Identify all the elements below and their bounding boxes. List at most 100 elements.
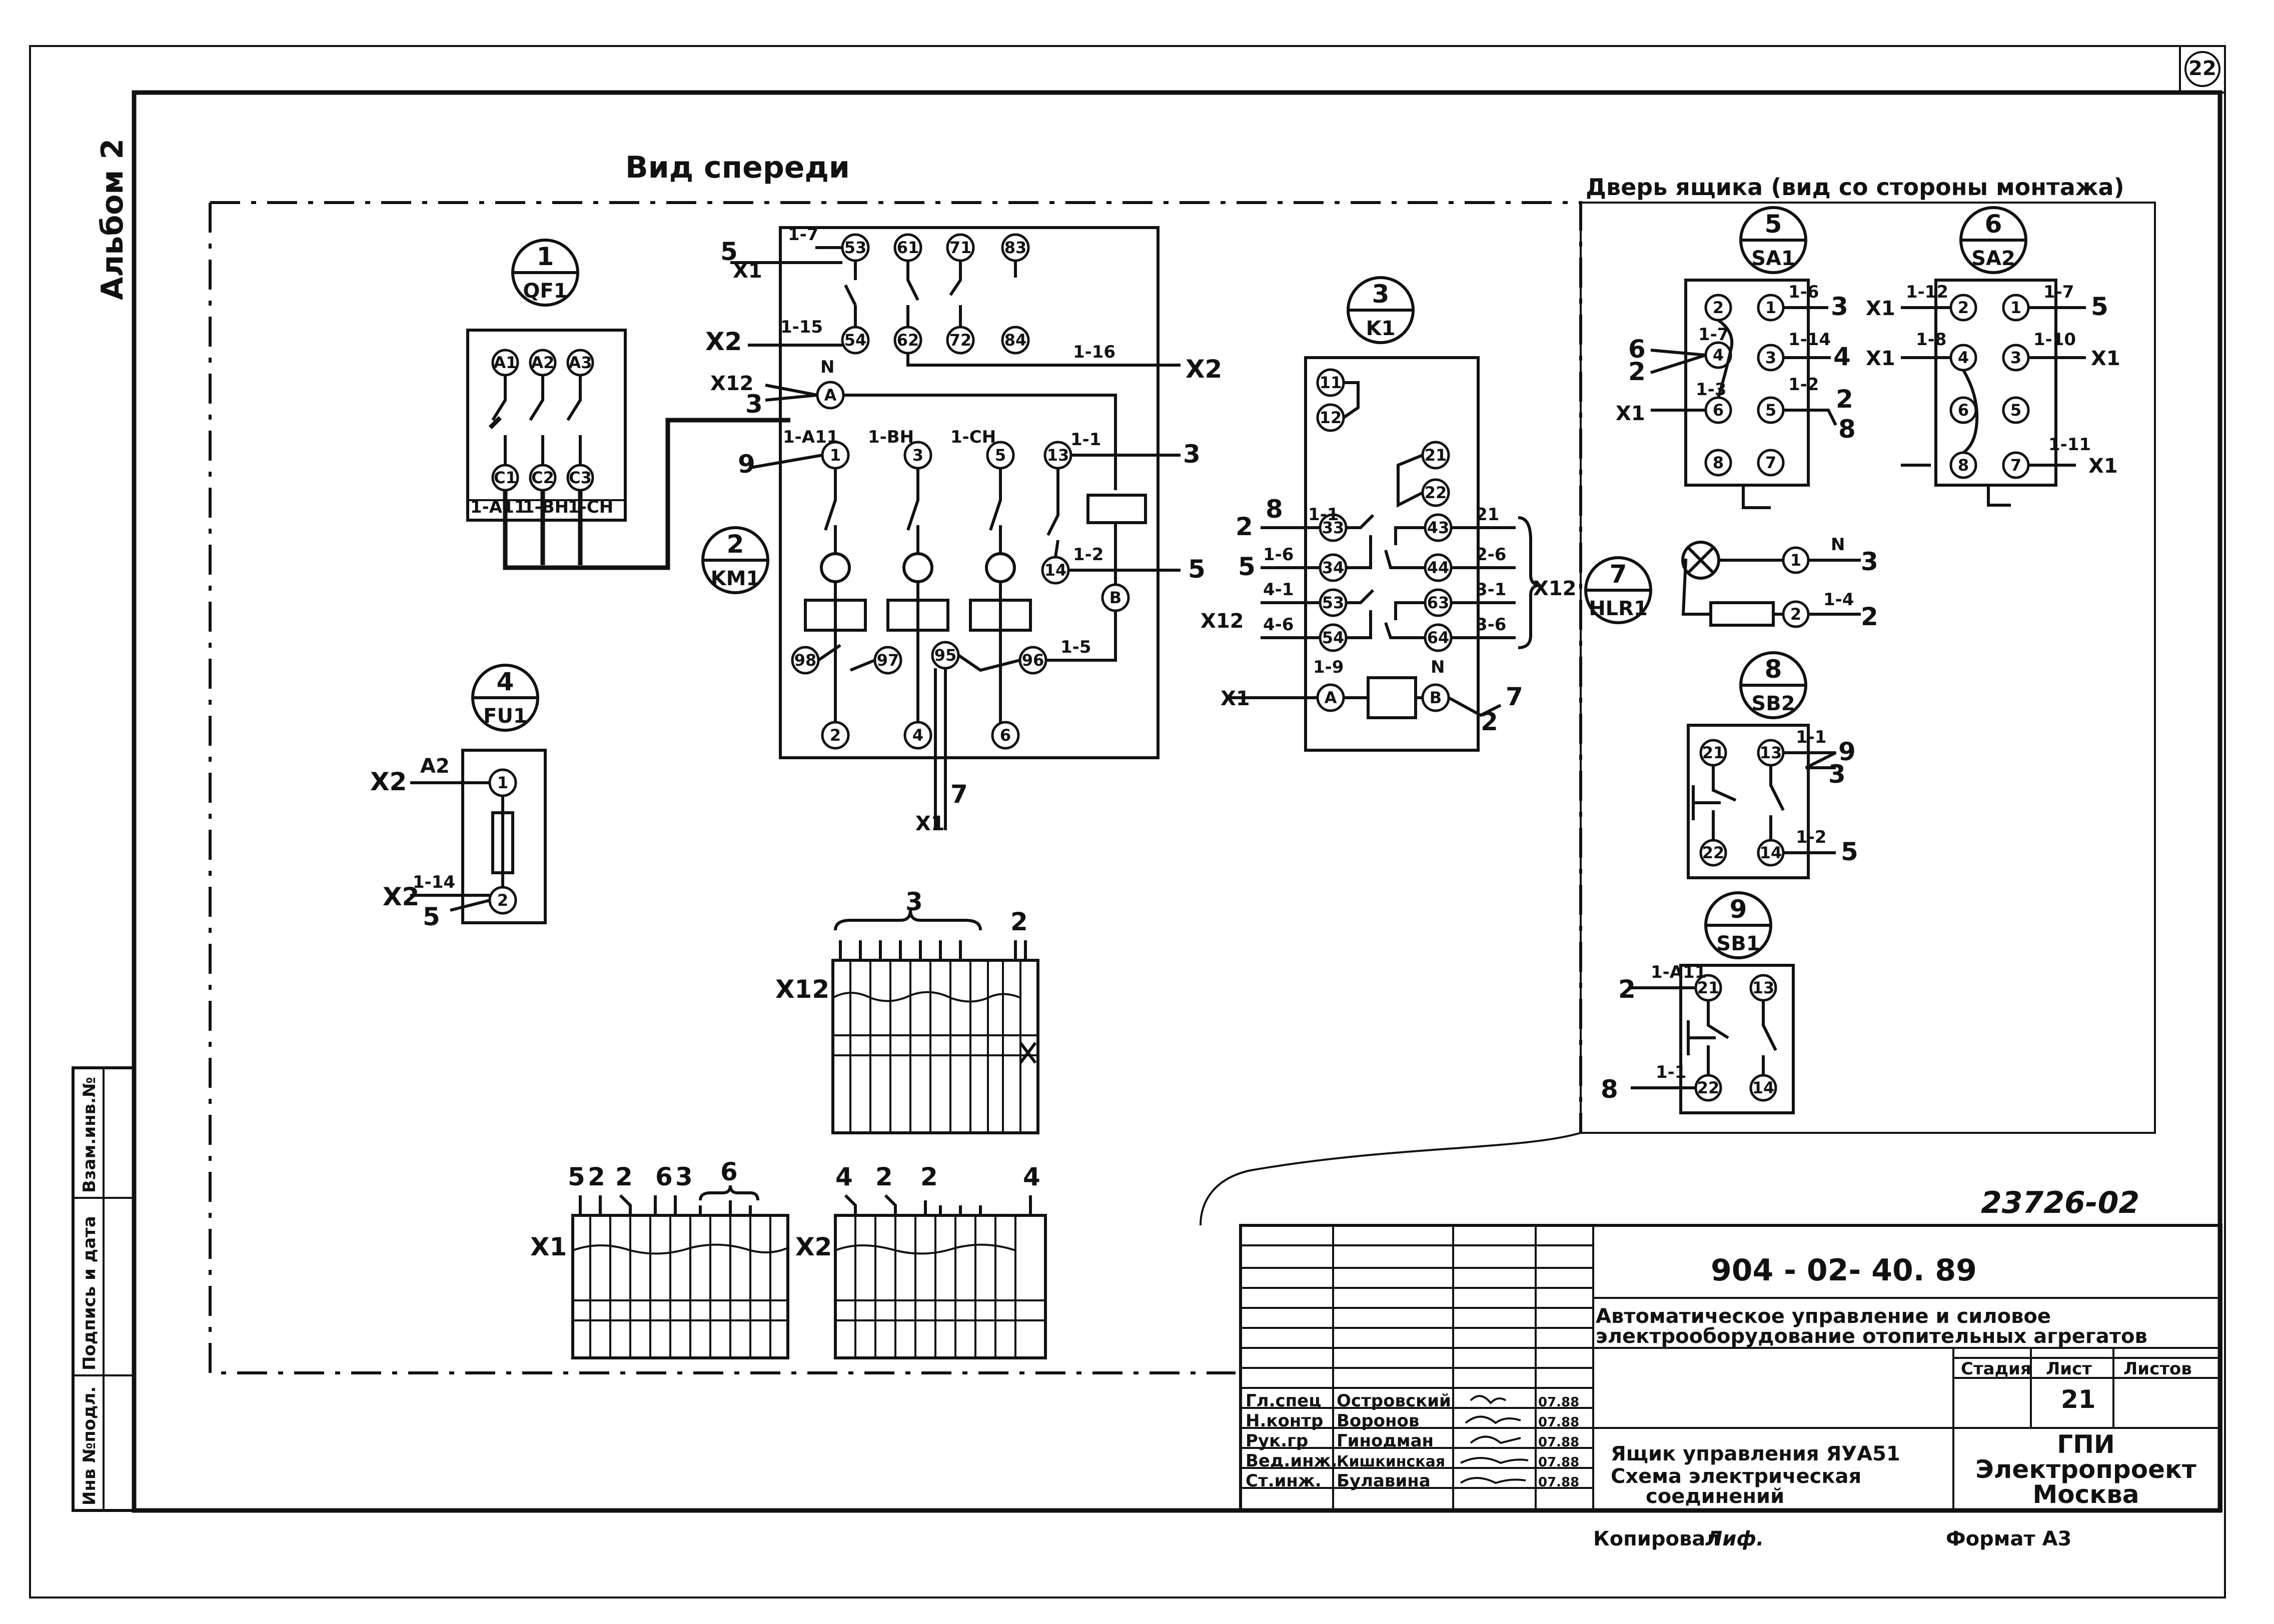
svg-text:54: 54 [1322,628,1345,647]
side-inv: Инв №подл. [80,1386,100,1505]
svg-text:1-A11: 1-A11 [470,497,526,517]
x1-label: X1 [530,1232,567,1261]
svg-text:13: 13 [1760,743,1782,762]
svg-text:Ст.инж.: Ст.инж. [1246,1471,1322,1491]
album-label: Альбом 2 [95,139,130,300]
svg-text:21: 21 [1425,446,1447,465]
svg-text:9: 9 [1838,737,1856,766]
door-hinge-curve [1200,1132,1581,1226]
svg-text:8: 8 [1266,495,1283,524]
svg-text:1: 1 [2010,298,2021,317]
device-km1: 2 KM1 53 61 71 83 54 62 72 84 A 1 3 5 13… [701,225,1222,835]
svg-text:6: 6 [1713,401,1724,420]
x12-label: X12 [775,975,829,1004]
svg-text:63: 63 [1427,593,1450,612]
svg-text:1-8: 1-8 [1916,330,1946,350]
svg-text:1-7: 1-7 [788,225,818,245]
svg-text:2: 2 [1790,605,1801,624]
svg-text:X2: X2 [1186,355,1222,384]
svg-text:1-CH: 1-CH [950,427,996,447]
svg-text:1-2: 1-2 [1788,375,1819,395]
svg-text:SB2: SB2 [1751,692,1795,715]
svg-text:4: 4 [1713,346,1724,365]
svg-text:98: 98 [794,651,817,670]
svg-text:X12: X12 [710,372,754,395]
svg-text:1: 1 [1765,298,1776,317]
svg-text:X1: X1 [1866,297,1895,320]
terminal-block-x2: 4 2 2 4 X2 [795,1162,1047,1359]
side-stamp: Взам.инв.№ Подпись и дата Инв №подл. [72,1066,136,1512]
sheet-header: Лист [2046,1359,2092,1379]
svg-text:2: 2 [1861,602,1878,631]
svg-text:7: 7 [1506,682,1523,711]
svg-text:5: 5 [2091,292,2108,321]
svg-text:SB1: SB1 [1716,932,1760,955]
svg-text:4-6: 4-6 [1263,615,1294,635]
svg-text:62: 62 [897,331,919,350]
svg-text:4: 4 [1958,348,1969,367]
org-3: Москва [2032,1480,2139,1509]
svg-text:8: 8 [1601,1075,1618,1104]
svg-text:C3: C3 [569,468,592,487]
svg-text:2: 2 [1618,975,1636,1004]
svg-text:2: 2 [830,726,841,745]
svg-text:2: 2 [1010,907,1028,936]
svg-text:3: 3 [1828,760,1846,789]
svg-text:B: B [1109,588,1121,607]
svg-text:X1: X1 [1616,402,1645,425]
device-sa2: 6 SA2 2 4 6 8 1 3 5 7 X1 1-12 X1 1-8 1-7… [1866,206,2120,507]
svg-text:1-CH: 1-CH [568,497,613,517]
svg-text:6: 6 [720,1157,738,1186]
svg-text:34: 34 [1322,558,1345,577]
svg-text:1-9: 1-9 [1313,657,1344,677]
svg-text:Н.контр: Н.контр [1246,1411,1323,1431]
svg-text:1-2: 1-2 [1073,545,1103,565]
svg-text:6: 6 [1985,210,2002,239]
svg-text:07.88: 07.88 [1538,1475,1579,1490]
svg-text:N: N [820,357,834,377]
svg-text:3: 3 [1861,547,1878,576]
svg-text:3: 3 [745,390,763,419]
device-sa1: 5 SA1 2 4 6 8 1 3 5 7 1-6 3 1-14 4 1-2 2… [1616,206,1856,509]
svg-text:3: 3 [2010,348,2021,367]
svg-text:X12: X12 [1533,577,1577,600]
sheet-value: 21 [2061,1385,2096,1414]
svg-text:21: 21 [1697,978,1720,997]
svg-text:4: 4 [497,667,514,696]
terminal-block-x12: 3 2 X12 [775,887,1039,1134]
archive-number: 23726-02 [1981,1185,2139,1220]
svg-text:84: 84 [1004,331,1027,350]
svg-text:K1: K1 [1366,317,1396,340]
svg-text:1-11: 1-11 [2048,435,2091,455]
svg-text:3: 3 [1372,280,1390,309]
svg-text:SA2: SA2 [1971,247,2015,270]
svg-text:5: 5 [1765,210,1782,239]
svg-text:1-A11: 1-A11 [1651,962,1706,982]
svg-text:1-BH: 1-BH [868,427,914,447]
svg-text:22: 22 [1697,1078,1720,1097]
svg-text:2: 2 [1628,357,1646,386]
device-k1: 3 K1 11 12 21 22 33 34 53 54 43 44 63 64… [1201,276,1577,752]
svg-text:8: 8 [1838,415,1856,444]
svg-text:A: A [1325,688,1337,707]
svg-text:1-15: 1-15 [780,317,823,337]
svg-text:3-6: 3-6 [1476,615,1506,635]
svg-text:1-7: 1-7 [1698,325,1729,345]
svg-text:9: 9 [738,450,755,479]
svg-text:53: 53 [844,238,867,257]
view-front-label: Вид спереди [625,150,850,185]
org-2: Электропроект [1975,1455,2196,1484]
svg-text:2: 2 [497,891,508,910]
svg-text:43: 43 [1427,518,1450,537]
svg-text:14: 14 [1752,1078,1775,1097]
svg-text:14: 14 [1760,843,1782,862]
svg-text:1-4: 1-4 [1823,590,1854,610]
svg-text:7: 7 [1610,560,1627,589]
svg-text:3: 3 [675,1162,693,1191]
svg-text:5: 5 [2010,401,2021,420]
svg-text:8: 8 [1765,655,1782,684]
terminal-block-x1: 5 2 2 6 3 6 X1 [530,1157,789,1359]
svg-text:2-6: 2-6 [1476,545,1506,565]
svg-text:N: N [1831,535,1845,555]
svg-text:1-2: 1-2 [1796,827,1826,847]
